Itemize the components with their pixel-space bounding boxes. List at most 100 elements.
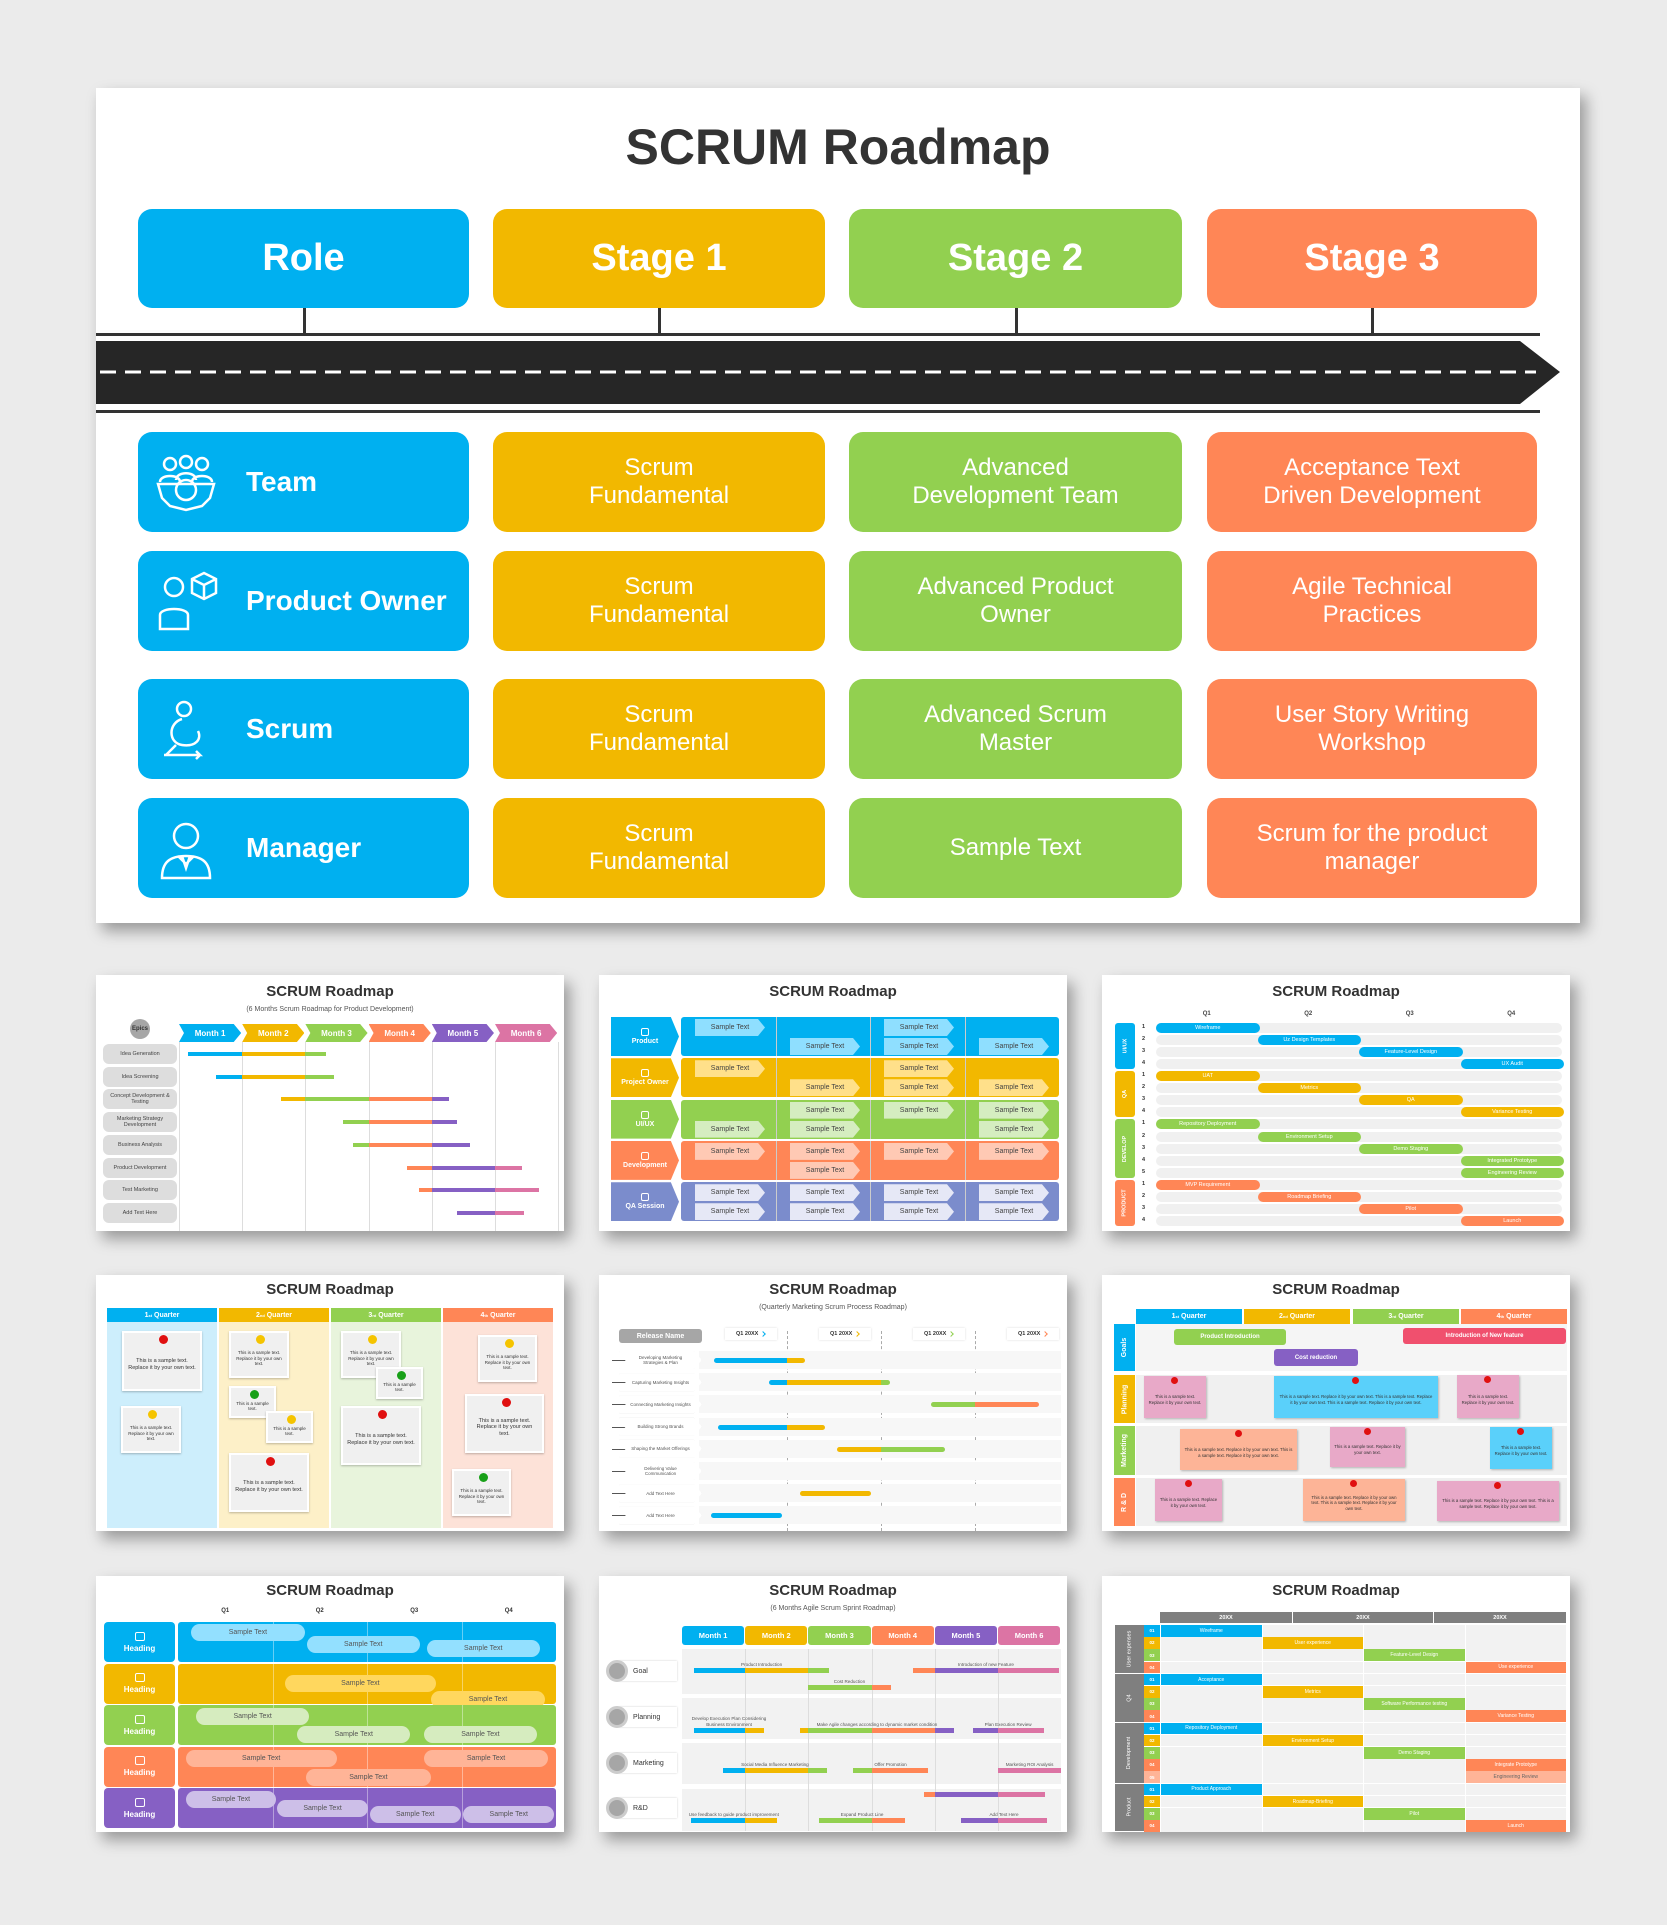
sample-text-chip[interactable]: Sample Text [884, 1101, 954, 1119]
thumbnail-agile-sprint-roadmap[interactable]: SCRUM Roadmap(6 Months Agile Scrum Sprin… [599, 1576, 1067, 1832]
stage-2-cell[interactable]: Advanced Development Team [849, 432, 1182, 532]
sample-text-chip[interactable]: Sample Text [884, 1079, 954, 1097]
sticky-note[interactable]: This is a sample text. Replace it by you… [122, 1331, 202, 1391]
sticky-note[interactable]: This is a sample text. Replace it by you… [1330, 1427, 1405, 1467]
task-bar[interactable]: Software Performance testing [1364, 1698, 1465, 1710]
task-bar[interactable]: Pilot [1359, 1203, 1463, 1214]
task-bar[interactable]: UX Audit [1460, 1059, 1564, 1070]
sample-text-pill[interactable]: Sample Text [191, 1624, 305, 1641]
task-bar[interactable]: Integrated Prototype [1460, 1155, 1564, 1166]
task-bar[interactable]: Launch [1460, 1215, 1564, 1226]
task-bar[interactable]: Engineering Review [1460, 1167, 1564, 1178]
sample-text-chip[interactable]: Sample Text [979, 1101, 1049, 1119]
sample-text-chip[interactable]: Sample Text [884, 1019, 954, 1036]
sticky-note[interactable]: This is a sample text. Replace it by you… [1180, 1429, 1297, 1470]
sticky-note[interactable]: This is a sample text. Replace it by you… [1457, 1375, 1519, 1418]
task-bar[interactable]: Pilot [1364, 1808, 1465, 1820]
task-bar[interactable]: Repository Deployment [1161, 1722, 1262, 1735]
stage-1-cell[interactable]: Scrum Fundamental [493, 679, 825, 779]
sample-text-pill[interactable]: Sample Text [277, 1800, 368, 1818]
task-bar[interactable]: User experience [1262, 1637, 1363, 1649]
task-bar[interactable]: Launch [1465, 1820, 1566, 1832]
role-cell-team[interactable]: Team [138, 432, 469, 532]
role-cell-manager[interactable]: Manager [138, 798, 469, 898]
task-bar[interactable]: MVP Requirement [1156, 1179, 1260, 1190]
sticky-note[interactable]: This is a sample text. [266, 1411, 313, 1443]
sample-text-pill[interactable]: Sample Text [297, 1726, 411, 1744]
sticky-note[interactable]: This is a sample text. Replace it by you… [465, 1394, 544, 1453]
thumbnail-release-timeline[interactable]: SCRUM Roadmap(Quarterly Marketing Scrum … [599, 1275, 1067, 1531]
sticky-note[interactable]: This is a sample text. Replace it by you… [1303, 1479, 1405, 1521]
role-cell-scrum[interactable]: Scrum [138, 679, 469, 779]
sample-text-pill[interactable]: Sample Text [284, 1674, 436, 1692]
sample-text-chip[interactable]: Sample Text [979, 1142, 1049, 1160]
task-bar[interactable]: Repository Deployment [1156, 1119, 1260, 1130]
task-bar[interactable]: Uz Design Templates [1257, 1035, 1361, 1046]
stage-3-cell[interactable]: Scrum for the product manager [1207, 798, 1537, 898]
sample-text-pill[interactable]: Sample Text [463, 1806, 555, 1824]
sticky-note[interactable]: This is a sample text. Replace it by you… [1144, 1376, 1206, 1418]
sample-text-pill[interactable]: Sample Text [423, 1749, 549, 1767]
sample-text-chip[interactable]: Sample Text [790, 1101, 860, 1119]
sample-text-pill[interactable]: Sample Text [185, 1791, 277, 1809]
sample-text-chip[interactable]: Sample Text [790, 1161, 860, 1179]
sample-text-chip[interactable]: Sample Text [695, 1060, 765, 1078]
task-bar[interactable]: QA [1359, 1095, 1463, 1106]
goal-pill[interactable]: Cost reduction [1274, 1349, 1358, 1366]
sample-text-chip[interactable]: Sample Text [884, 1184, 954, 1202]
stage-1-cell[interactable]: Scrum Fundamental [493, 551, 825, 651]
stage-3-cell[interactable]: Agile Technical Practices [1207, 551, 1537, 651]
sample-text-chip[interactable]: Sample Text [884, 1060, 954, 1078]
sample-text-chip[interactable]: Sample Text [695, 1184, 765, 1202]
sticky-note[interactable]: This is a sample text. Replace it by you… [452, 1469, 511, 1516]
task-bar[interactable]: Feature-Level Design [1359, 1047, 1463, 1058]
sample-text-chip[interactable]: Sample Text [884, 1142, 954, 1160]
task-bar[interactable]: Roadmap Briefing [1257, 1191, 1361, 1202]
task-bar[interactable]: Acceptance [1161, 1673, 1262, 1686]
sticky-note[interactable]: This is a sample text. Replace it by you… [1437, 1481, 1559, 1521]
task-bar[interactable]: Engineering Review [1465, 1771, 1566, 1783]
sticky-note[interactable]: This is a sample text. Replace it by you… [121, 1406, 181, 1453]
stage-1-cell[interactable]: Scrum Fundamental [493, 432, 825, 532]
sample-text-chip[interactable]: Sample Text [695, 1142, 765, 1160]
task-bar[interactable]: Use experience [1465, 1661, 1566, 1674]
goal-pill[interactable]: Introduction of New feature [1403, 1328, 1566, 1344]
task-bar[interactable]: Variance Testing [1465, 1710, 1566, 1722]
sample-text-chip[interactable]: Sample Text [979, 1079, 1049, 1097]
sample-text-chip[interactable]: Sample Text [790, 1038, 860, 1055]
sample-text-chip[interactable]: Sample Text [695, 1203, 765, 1221]
sample-text-pill[interactable]: Sample Text [185, 1749, 337, 1767]
sample-text-chip[interactable]: Sample Text [790, 1120, 860, 1138]
task-bar[interactable]: Roadmap-Briefing [1262, 1795, 1363, 1808]
sticky-note[interactable]: This is a sample text. Replace it by you… [229, 1331, 289, 1378]
task-bar[interactable]: UAT [1156, 1071, 1260, 1082]
sample-text-pill[interactable]: Sample Text [426, 1640, 540, 1657]
goal-pill[interactable]: Product Introduction [1174, 1329, 1286, 1345]
sticky-note[interactable]: This is a sample text. Replace it by you… [229, 1453, 309, 1512]
task-bar[interactable]: Product Approach [1161, 1783, 1262, 1796]
sample-text-pill[interactable]: Sample Text [306, 1636, 420, 1653]
stage-2-cell[interactable]: Advanced Product Owner [849, 551, 1182, 651]
sample-text-chip[interactable]: Sample Text [884, 1038, 954, 1055]
task-bar[interactable]: Environment Setup [1257, 1131, 1361, 1142]
sample-text-pill[interactable]: Sample Text [195, 1708, 310, 1726]
task-bar[interactable]: Metrics [1257, 1083, 1361, 1094]
sticky-note[interactable]: This is a sample text. Replace it by you… [1490, 1427, 1552, 1469]
task-bar[interactable]: Demo Staging [1364, 1747, 1465, 1759]
thumbnail-epics-gantt[interactable]: SCRUM Roadmap(6 Months Scrum Roadmap for… [96, 975, 564, 1231]
task-bar[interactable]: Metrics [1262, 1686, 1363, 1698]
sticky-note[interactable]: This is a sample text. [376, 1367, 423, 1399]
stage-2-cell[interactable]: Sample Text [849, 798, 1182, 898]
stage-2-cell[interactable]: Advanced Scrum Master [849, 679, 1182, 779]
sample-text-chip[interactable]: Sample Text [979, 1038, 1049, 1055]
sticky-note[interactable]: This is a sample text. Replace it by you… [478, 1335, 537, 1382]
task-bar[interactable]: Integrate Prototype [1465, 1759, 1566, 1771]
sample-text-chip[interactable]: Sample Text [790, 1184, 860, 1202]
